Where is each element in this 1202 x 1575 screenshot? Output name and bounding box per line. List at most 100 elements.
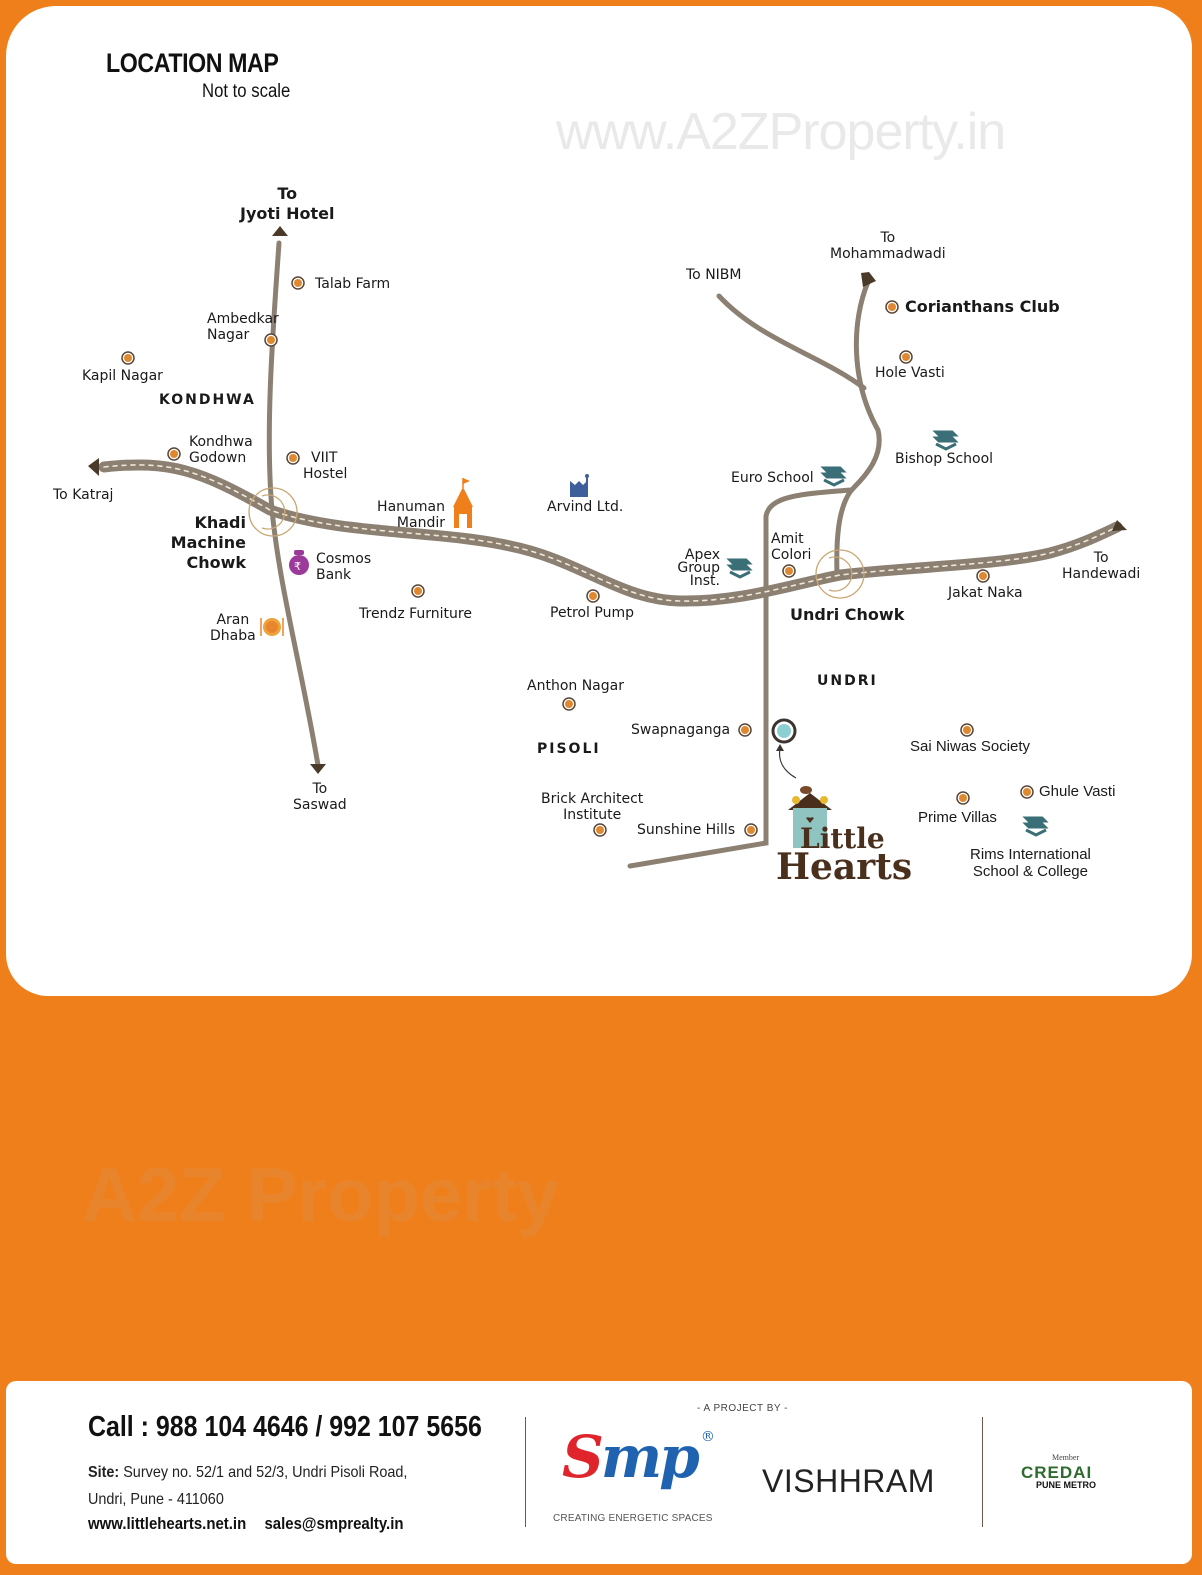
place-label-petrol-pump: Petrol Pump bbox=[550, 605, 634, 621]
poi-marker-icon bbox=[782, 564, 796, 578]
place-label-bishop-school: Bishop School bbox=[895, 451, 994, 467]
poi-marker-icon bbox=[1020, 785, 1034, 799]
smp-tagline: CREATING ENERGETIC SPACES bbox=[553, 1513, 713, 1524]
contact-links: www.littlehearts.net.in sales@smprealty.… bbox=[88, 1514, 404, 1534]
poi-marker-icon bbox=[593, 823, 607, 837]
poi-marker-icon bbox=[167, 447, 181, 461]
credai-member-label: Member bbox=[1052, 1453, 1080, 1462]
place-label-prime-villas: Prime Villas bbox=[918, 809, 997, 826]
place-label-euro-school: Euro School bbox=[731, 470, 814, 486]
project-by-label: - A PROJECT BY - bbox=[697, 1403, 788, 1414]
poi-marker-icon bbox=[562, 697, 576, 711]
email-link[interactable]: sales@smprealty.in bbox=[264, 1514, 404, 1533]
poi-markers bbox=[121, 276, 1034, 837]
direction-arrows bbox=[88, 226, 1127, 774]
road-mohammadwadi bbox=[834, 279, 882, 578]
place-label-jakat-naka: Jakat Naka bbox=[948, 585, 1023, 601]
school-icon-rims bbox=[1022, 816, 1049, 837]
watermark-brand: A2Z Property bbox=[82, 1153, 560, 1238]
undri-roundabout-icon bbox=[815, 549, 865, 599]
place-label-sunshine-hills: Sunshine Hills bbox=[637, 822, 736, 838]
direction-label-west: To Katraj bbox=[53, 487, 114, 503]
place-label-anthon-nagar: Anthon Nagar bbox=[527, 678, 624, 694]
poi-marker-icon bbox=[264, 333, 278, 347]
school-icon-euro bbox=[820, 466, 847, 487]
area-label-pisoli: PISOLI bbox=[537, 741, 601, 757]
main-road bbox=[98, 459, 1123, 607]
website-link[interactable]: www.littlehearts.net.in bbox=[88, 1514, 247, 1533]
poi-marker-icon bbox=[291, 276, 305, 290]
divider bbox=[525, 1417, 526, 1527]
poi-marker-icon bbox=[738, 723, 752, 737]
road-nibm bbox=[716, 293, 867, 391]
arrow-mohammadwadi-icon bbox=[861, 272, 876, 287]
poi-marker-icon bbox=[960, 723, 974, 737]
poi-marker-icon bbox=[899, 350, 913, 364]
site-location-icon bbox=[771, 718, 797, 779]
poi-marker-icon bbox=[411, 584, 425, 598]
place-label-talab-farm: Talab Farm bbox=[315, 276, 391, 292]
place-label-hole-vasti: Hole Vasti bbox=[875, 365, 945, 381]
direction-label-nibm: To NIBM bbox=[686, 267, 742, 283]
site-address: Site: Survey no. 52/1 and 52/3, Undri Pi… bbox=[88, 1464, 408, 1508]
roundabouts bbox=[248, 487, 865, 599]
factory-icon bbox=[570, 474, 589, 497]
smp-logo: Smp® bbox=[562, 1423, 715, 1491]
poi-marker-icon bbox=[744, 823, 758, 837]
place-label-sai-niwas: Sai Niwas Society bbox=[910, 738, 1031, 755]
place-label-ghule-vasti: Ghule Vasti bbox=[1039, 783, 1116, 800]
credai-subtitle: PUNE METRO bbox=[1036, 1480, 1097, 1490]
poi-marker-icon bbox=[286, 451, 300, 465]
area-label-kondhwa: KONDHWA bbox=[159, 392, 256, 408]
school-icon-bishop bbox=[932, 430, 959, 451]
arrow-south-icon bbox=[310, 764, 326, 774]
credai-logo: CREDAI bbox=[1021, 1463, 1093, 1482]
place-label-arvind: Arvind Ltd. bbox=[547, 499, 624, 515]
area-label-undri: UNDRI bbox=[817, 673, 878, 689]
place-label-trendz-furniture: Trendz Furniture bbox=[359, 606, 472, 622]
arrow-east-icon bbox=[1112, 520, 1127, 531]
poi-marker-icon bbox=[976, 569, 990, 583]
khadi-roundabout-icon bbox=[248, 487, 298, 537]
restaurant-icon bbox=[260, 618, 284, 636]
bank-icon: ₹ bbox=[289, 550, 309, 575]
page-title: LOCATION MAP bbox=[106, 48, 279, 78]
arrow-north-icon bbox=[272, 226, 288, 236]
poi-marker-icon bbox=[956, 791, 970, 805]
poi-marker-icon bbox=[586, 589, 600, 603]
little-hearts-logo: Little Hearts bbox=[776, 822, 913, 889]
poi-marker-icon bbox=[885, 300, 899, 314]
place-label-kapil-nagar: Kapil Nagar bbox=[82, 368, 163, 384]
place-label-corianthans-club: Corianthans Club bbox=[905, 297, 1060, 316]
call-numbers[interactable]: Call : 988 104 4646 / 992 107 5656 bbox=[88, 1411, 482, 1443]
junction-label-undri-chowk: Undri Chowk bbox=[790, 605, 905, 624]
footer-contact-panel: Call : 988 104 4646 / 992 107 5656 Site:… bbox=[6, 1381, 1192, 1564]
birdhouse-icon bbox=[788, 786, 832, 848]
temple-icon bbox=[453, 478, 473, 528]
road-undri-pisoli bbox=[627, 487, 853, 869]
poi-marker-icon bbox=[121, 351, 135, 365]
arrow-west-icon bbox=[88, 458, 99, 476]
road-map: ₹ bbox=[88, 226, 1127, 869]
school-icon-apex bbox=[726, 558, 753, 579]
watermark-url: www.A2ZProperty.in bbox=[556, 103, 1006, 161]
svg-text:₹: ₹ bbox=[294, 560, 301, 573]
vishhram-logo: VISHHRAM bbox=[762, 1463, 935, 1499]
page-subtitle: Not to scale bbox=[202, 81, 291, 102]
divider bbox=[982, 1417, 983, 1527]
